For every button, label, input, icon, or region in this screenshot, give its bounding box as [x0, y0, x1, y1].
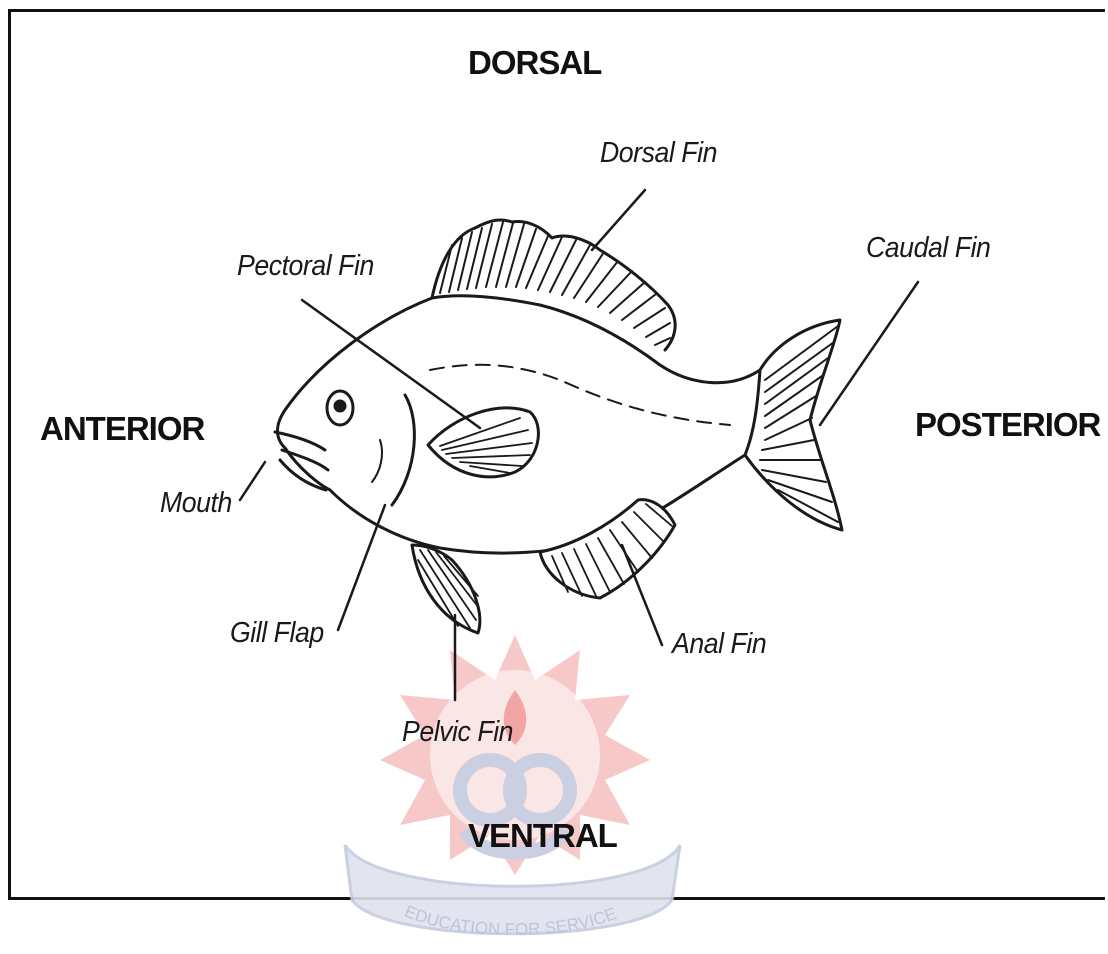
anal-fin-label: Anal Fin: [672, 628, 766, 661]
pectoral-fin-label: Pectoral Fin: [237, 250, 374, 283]
gill-flap-leader: [338, 505, 385, 630]
mouth-label: Mouth: [160, 487, 232, 520]
caudal-fin-label: Caudal Fin: [866, 232, 990, 265]
dorsal-direction-label: DORSAL: [468, 44, 601, 82]
mouth-leader: [240, 462, 265, 500]
dorsal-fin-label: Dorsal Fin: [600, 137, 717, 170]
dorsal-fin-leader: [592, 190, 645, 250]
caudal-fin-leader: [820, 282, 918, 425]
posterior-direction-label: POSTERIOR: [915, 406, 1100, 444]
pelvic-fin-shape: [412, 545, 480, 633]
gill-flap-label: Gill Flap: [230, 617, 324, 650]
anterior-direction-label: ANTERIOR: [40, 410, 204, 448]
pelvic-fin-label: Pelvic Fin: [402, 716, 513, 749]
ventral-direction-label: VENTRAL: [468, 817, 617, 855]
watermark-seal: EDUCATION FOR SERVICE: [345, 635, 680, 939]
caudal-fin-shape: [745, 320, 842, 530]
